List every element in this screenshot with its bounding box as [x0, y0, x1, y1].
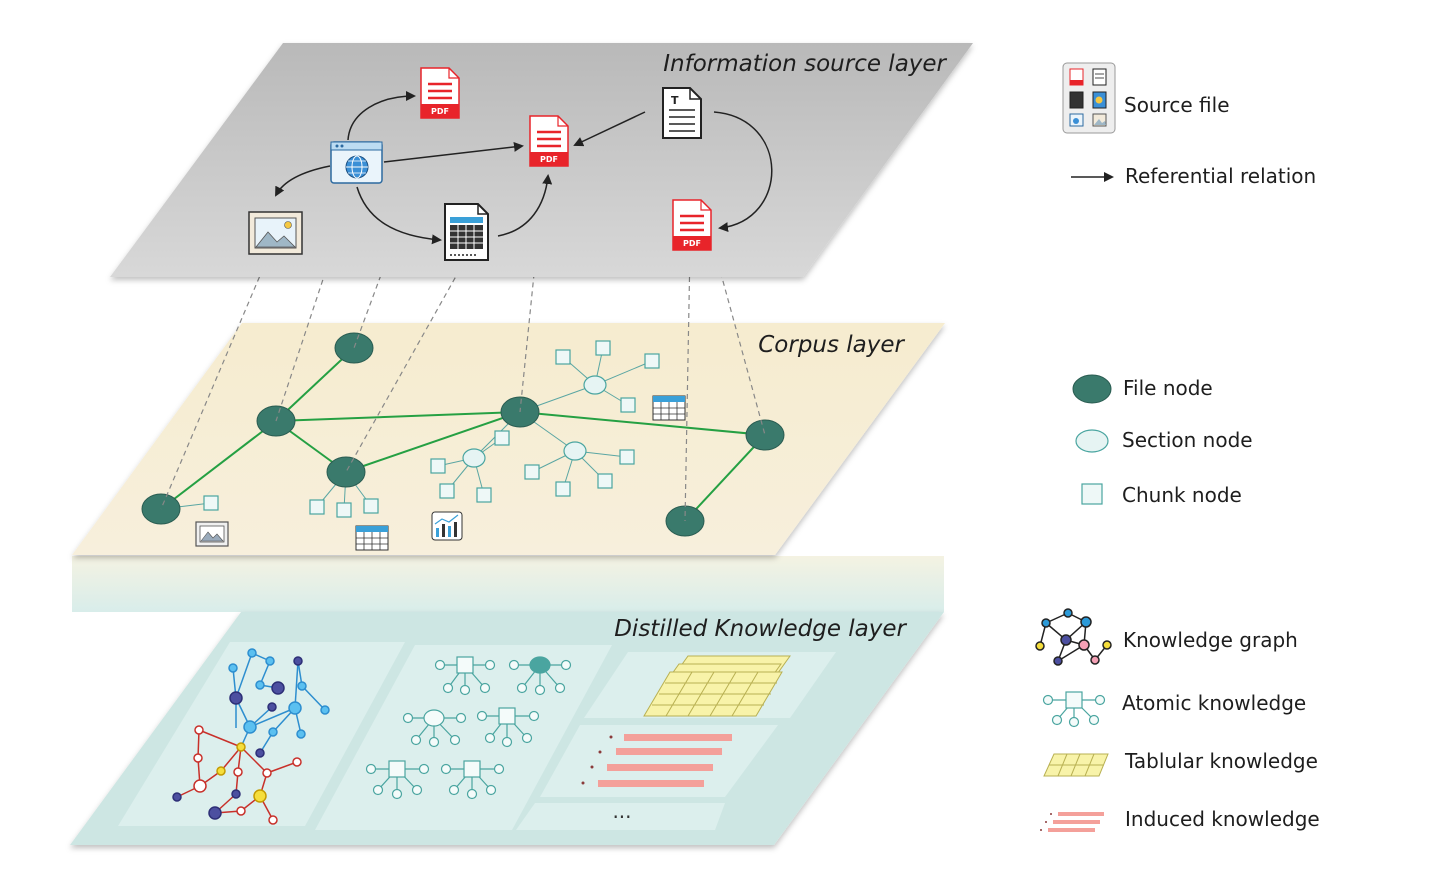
- file-node: [334, 332, 374, 364]
- legend-knowledge-graph-icon: [1035, 608, 1112, 666]
- table-icon: [652, 395, 686, 421]
- legend-source-file-icon: [1062, 62, 1116, 134]
- knowledge-layer-title: Distilled Knowledge layer: [614, 616, 907, 642]
- atomic-unit: [365, 760, 430, 800]
- file-node: [745, 419, 785, 451]
- pdf-file-icon: PDF: [529, 115, 569, 167]
- chunk-node: [309, 499, 325, 515]
- chunk-nodes: [203, 340, 660, 518]
- chunk-node: [363, 498, 379, 514]
- legend-induced-knowledge-icon: [1040, 812, 1104, 832]
- corpus-layer-title: Corpus layer: [758, 332, 905, 358]
- section-node: [583, 375, 607, 395]
- legend-section-node-icon: [1075, 429, 1109, 453]
- legend-file-node-label: File node: [1123, 376, 1213, 400]
- chart-icon: [431, 511, 463, 541]
- source-layer-title: Information source layer: [663, 51, 947, 77]
- file-node: [326, 456, 366, 488]
- legend-atomic-knowledge-label: Atomic knowledge: [1122, 691, 1306, 715]
- chunk-node: [555, 349, 571, 365]
- legend-section-node-label: Section node: [1122, 428, 1253, 452]
- legend-referential-relation-label: Referential relation: [1125, 164, 1316, 188]
- spreadsheet-file-icon: [444, 203, 489, 261]
- source-layer: Information source layer PDF: [110, 43, 973, 277]
- chunk-node: [595, 340, 611, 356]
- atomic-knowledge-drawing: [365, 656, 572, 800]
- induced-knowledge-panel: [540, 725, 778, 797]
- chunk-node: [620, 397, 636, 413]
- legend-chunk-node-label: Chunk node: [1122, 483, 1242, 507]
- chunk-node: [644, 353, 660, 369]
- legend-source-file-label: Source file: [1124, 93, 1230, 117]
- legend-tabular-knowledge-label: Tablular knowledge: [1124, 749, 1318, 773]
- section-node: [563, 441, 587, 461]
- referential-arrows: [275, 91, 773, 245]
- text-document-icon: T: [662, 87, 702, 139]
- tabular-knowledge-drawing: [643, 655, 791, 717]
- atomic-unit: [508, 656, 572, 696]
- svg-text:PDF: PDF: [540, 155, 558, 164]
- knowledge-graph-drawing: [172, 648, 330, 825]
- pdf-file-icon: PDF: [420, 67, 460, 119]
- image-icon: [195, 521, 229, 547]
- chunk-node: [476, 487, 492, 503]
- chunk-node: [524, 464, 540, 480]
- legend-chunk-node-icon: [1081, 483, 1103, 505]
- section-nodes: [462, 375, 607, 468]
- legend-atomic-knowledge-icon: [1042, 691, 1106, 728]
- atomic-unit: [434, 656, 496, 696]
- projection-lines: [160, 114, 766, 522]
- chunk-node: [203, 495, 219, 511]
- induced-knowledge-drawing: [581, 734, 732, 787]
- svg-text:PDF: PDF: [683, 239, 701, 248]
- atomic-unit: [440, 760, 505, 800]
- legend-knowledge-graph-label: Knowledge graph: [1123, 628, 1298, 652]
- chunk-node: [597, 473, 613, 489]
- layer-connector-column: [72, 556, 944, 612]
- chunk-node: [555, 481, 571, 497]
- image-file-icon: [248, 211, 303, 255]
- webpage-icon: [330, 141, 383, 184]
- chunk-node: [439, 483, 455, 499]
- legend: Source file Referential relation File no…: [1035, 62, 1320, 832]
- ellipsis-panel: [516, 803, 725, 830]
- chunk-node: [619, 449, 635, 465]
- corpus-layer: Corpus layer: [72, 323, 945, 555]
- legend-tabular-knowledge-icon: [1043, 753, 1109, 777]
- svg-text:PDF: PDF: [431, 107, 449, 116]
- file-nodes: [141, 332, 785, 537]
- induced-knowledge-ellipsis: ...: [612, 799, 631, 823]
- knowledge-graph-panel: [118, 642, 405, 826]
- chunk-node: [336, 502, 352, 518]
- svg-text:T: T: [671, 94, 679, 107]
- file-edges: [160, 347, 766, 522]
- legend-induced-knowledge-label: Induced knowledge: [1125, 807, 1320, 831]
- knowledge-layer: Distilled Knowledge layer: [70, 612, 944, 845]
- table-icon: [355, 525, 389, 551]
- section-node: [462, 448, 486, 468]
- atomic-unit: [476, 707, 540, 748]
- atomic-unit: [402, 709, 467, 748]
- chunk-node: [494, 430, 510, 446]
- legend-file-node-icon: [1072, 374, 1112, 404]
- chunk-node: [430, 458, 446, 474]
- pdf-file-icon: PDF: [672, 199, 712, 251]
